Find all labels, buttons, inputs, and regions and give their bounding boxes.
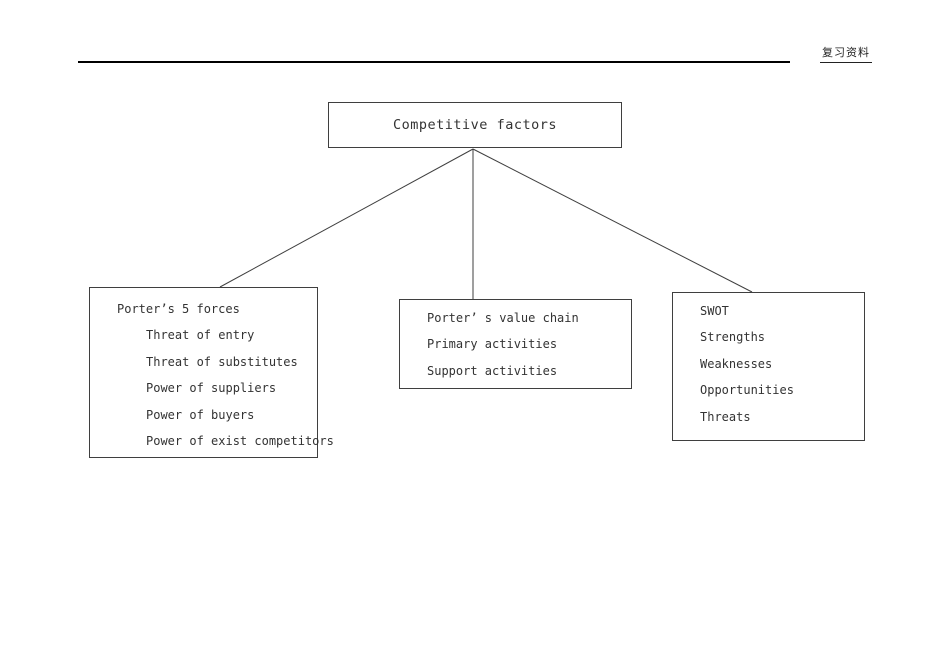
- header-rule: [78, 61, 790, 63]
- header-label: 复习资料: [820, 44, 872, 63]
- connector-line-right: [472, 148, 753, 293]
- box-title: Porter’s 5 forces: [117, 302, 240, 316]
- connector-line-left: [219, 148, 474, 288]
- box-item: Power of buyers: [146, 407, 255, 422]
- swot-box: SWOT Strengths Weaknesses Opportunities …: [672, 292, 865, 441]
- box-item: Power of suppliers: [146, 381, 277, 396]
- root-node-label: Competitive factors: [393, 117, 557, 133]
- box-item: Strengths: [700, 330, 766, 345]
- box-item: Power of exist competitors: [146, 434, 334, 449]
- box-item: Threat of entry: [146, 328, 255, 343]
- value-chain-box: Porter’ s value chain Primary activities…: [399, 299, 632, 389]
- box-item: Opportunities: [700, 383, 794, 398]
- box-item: Threat of substitutes: [146, 354, 298, 369]
- box-item: Threats: [700, 409, 751, 424]
- root-node-box: Competitive factors: [328, 102, 622, 148]
- box-item: Support activities: [427, 363, 558, 378]
- porters-five-forces-box: Porter’s 5 forces Threat of entry Threat…: [89, 287, 334, 458]
- box-title: SWOT: [700, 304, 729, 318]
- box-item: Primary activities: [427, 337, 558, 352]
- box-title: Porter’ s value chain: [427, 311, 579, 325]
- box-item: Weaknesses: [700, 356, 773, 371]
